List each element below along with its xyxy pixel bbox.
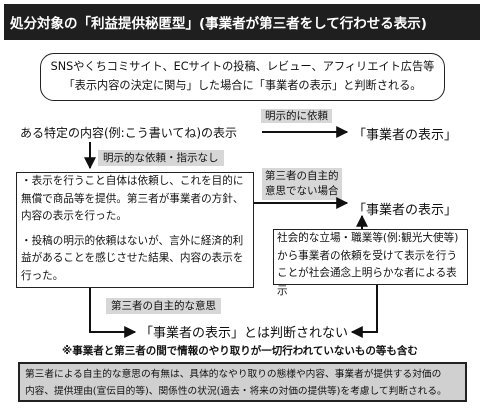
bottom-line-1: 第三者による自主的な意思の有無は、具体的なやり取りの態様や内容、事業者が提供する… — [25, 369, 442, 380]
bottom-note-box: 第三者による自主的な意思の有無は、具体的なやり取りの態様や内容、事業者が提供する… — [18, 362, 467, 402]
intro-line-1: SNSやくちコミサイト、ECサイトの投稿、レビュー、アフィリエイト広告等 — [50, 60, 435, 73]
left-condition-box: ・表示を行うこと自体は依頼し、これを目的に無償で商品等を提供。第三者が事業者の方… — [16, 172, 254, 288]
result-business-display-2: 「事業者の表示」 — [353, 203, 458, 218]
bottom-line-2: 内容、提供理由(宣伝目的等)、関係性の状況(過去・将来の対価の提供等)を考慮して… — [25, 386, 447, 397]
no-explicit-request-label: 明示的な依頼・指示なし — [98, 150, 224, 166]
left-box-para-1: ・表示を行うこと自体は依頼し、これを目的に無償で商品等を提供。第三者が事業者の方… — [21, 175, 244, 222]
right-condition-box: 社会的な立場・職業等(例:観光大使等)から事業者の依頼を受けて表示を行うことが社… — [273, 229, 468, 297]
not-third-party-will-label: 第三者の自主的 意思でない場合 — [262, 168, 342, 200]
left-box-para-2: ・投稿の明示的依頼はないが、言外に経済的利益があることを感じさせた結果、内容の表… — [21, 234, 244, 282]
third-party-will-label: 第三者の自主的な意思 — [106, 298, 221, 314]
note-text: ※事業者と第三者の間で情報のやり取りが一切行われていないもの等も含む — [62, 345, 418, 357]
not-third-party-will-line-2: 意思でない場合 — [265, 185, 339, 197]
arrow-third-party-will — [89, 288, 137, 338]
right-box-text: 社会的な立場・職業等(例:観光大使等)から事業者の依頼を受けて表示を行うことが社… — [277, 232, 459, 297]
page-title: 処分対象の「利益提供秘匿型」(事業者が第三者をして行わせる表示) — [4, 4, 480, 40]
intro-box: SNSやくちコミサイト、ECサイトの投稿、レビュー、アフィリエイト広告等 「表示… — [40, 53, 445, 101]
arrow-right-to-not-judged — [350, 285, 378, 338]
intro-line-2: 「表示内容の決定に関与」した場合に「事業者の表示」と判断される。 — [63, 79, 422, 92]
specific-content-text: ある特定の内容(例:こう書いてね)の表示 — [20, 126, 238, 140]
explicit-request-label: 明示的に依頼 — [261, 109, 332, 123]
result-business-display-1: 「事業者の表示」 — [353, 128, 458, 143]
not-third-party-will-line-1: 第三者の自主的 — [265, 170, 339, 182]
not-judged-text: 「事業者の表示」とは判断されない — [140, 326, 349, 341]
